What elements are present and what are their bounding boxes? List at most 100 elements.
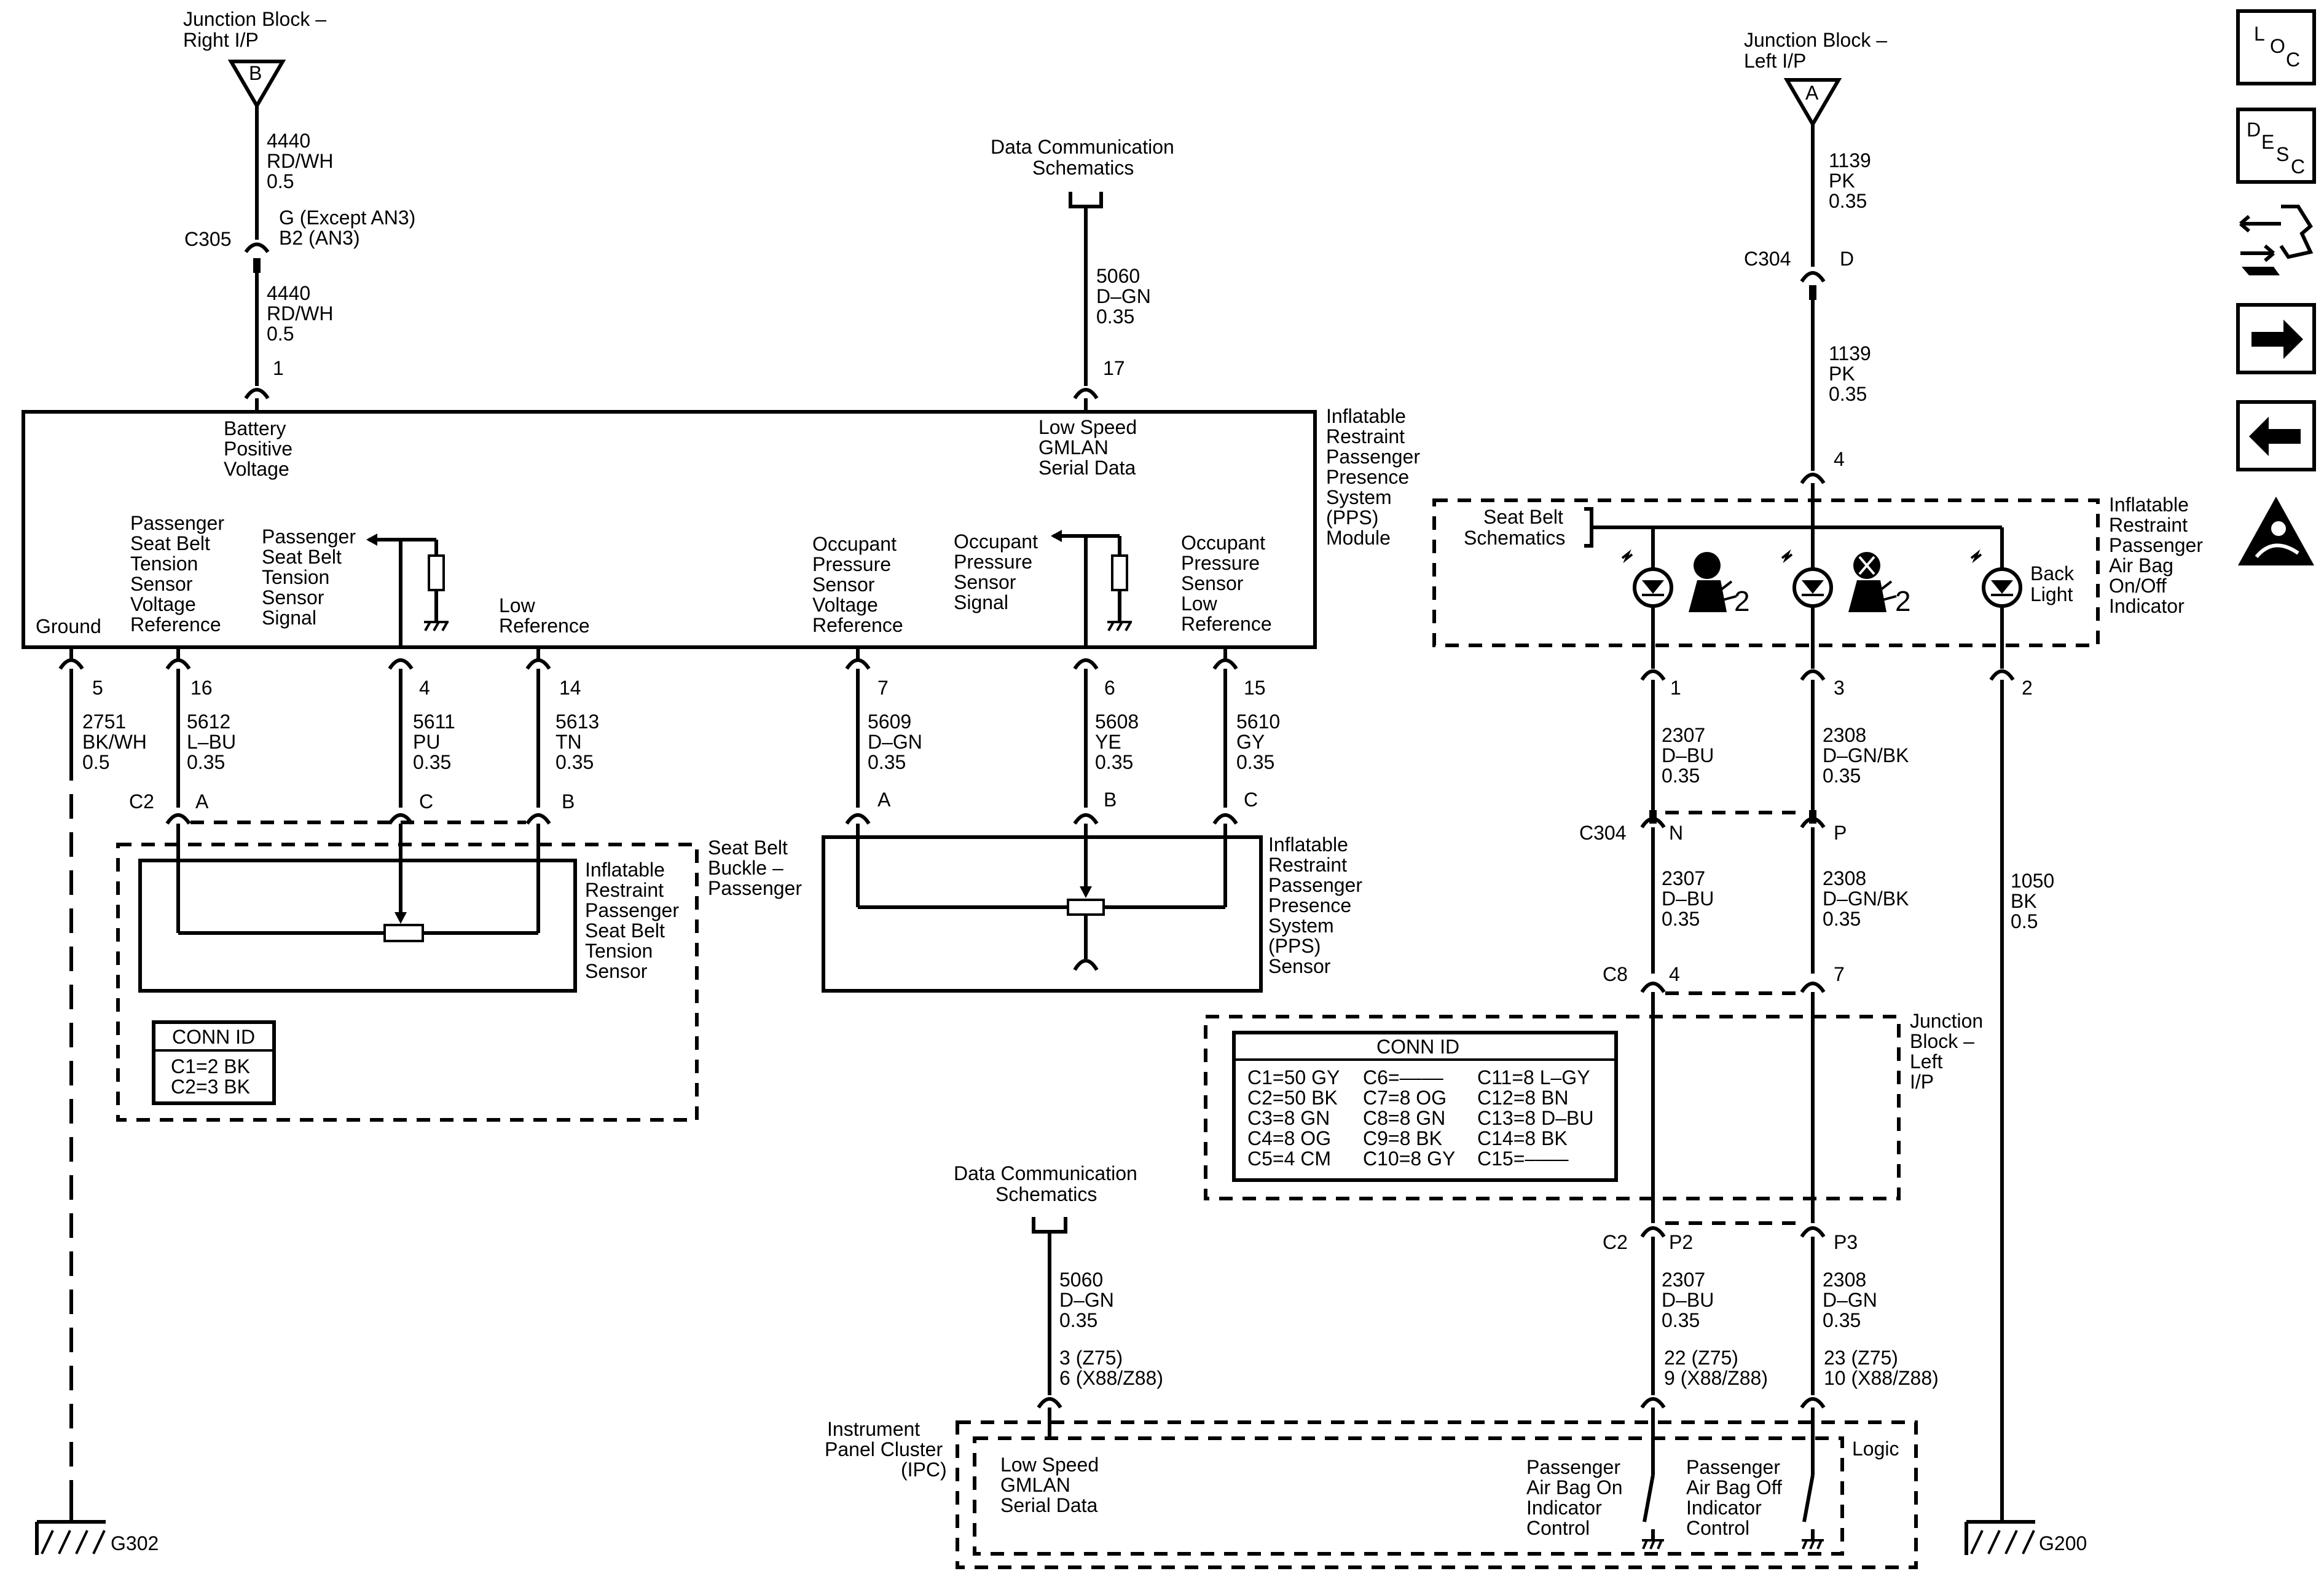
pps-batt-label: Battery Positive Voltage <box>224 417 292 480</box>
c304-mid-label: C304 <box>1579 822 1627 844</box>
opsv-1: Occupant <box>812 533 897 555</box>
w2307c-s: 0.35 <box>1662 1309 1700 1331</box>
c2-pin-p2: P2 <box>1669 1231 1693 1253</box>
ts-6: Sensor <box>585 960 648 982</box>
offc-4: Control <box>1686 1517 1749 1539</box>
w5060-top-circuit: 5060 <box>1096 265 1140 287</box>
ipc-on-socket <box>1640 1397 1666 1409</box>
psbt-sig-label: Passenger Seat Belt Tension Sensor Signa… <box>262 526 356 629</box>
pps-module-box <box>22 410 1317 649</box>
pps-gmlan-label: Low Speed GMLAN Serial Data <box>1038 416 1137 479</box>
ops-low-label: Occupant Pressure Sensor Low Reference <box>1181 532 1272 635</box>
w5609-col: D–GN <box>868 731 922 753</box>
c304-pin-n: N <box>1669 822 1683 844</box>
jbl-t2: Block – <box>1910 1030 1974 1052</box>
pps-ground-label: Ground <box>36 615 101 637</box>
jbl-c7: C7=8 OG <box>1363 1087 1447 1109</box>
jbl-c14: C14=8 BK <box>1477 1127 1568 1149</box>
buckle-connid-c2: C2=3 BK <box>171 1076 250 1098</box>
psbtv-4: Sensor <box>130 573 193 595</box>
ind-t5: On/Off <box>2109 575 2167 597</box>
desc-e: E <box>2261 131 2274 153</box>
w5060-top-size: 0.35 <box>1096 305 1134 328</box>
ind-pin-2: 2 <box>2022 677 2033 699</box>
tension-sensor-box <box>138 859 577 993</box>
lowref-2: Reference <box>499 615 590 637</box>
w5609-c: 5609 <box>868 711 911 733</box>
ppss-7: Sensor <box>1268 955 1331 977</box>
pps-title-7: Module <box>1326 527 1391 549</box>
wire-4440-lower-label: 4440 RD/WH 0.5 <box>267 282 333 345</box>
gmlan-2: GMLAN <box>1038 436 1109 459</box>
ipc-pin-gm-2: 6 (X88/Z88) <box>1059 1367 1163 1389</box>
c304-pin-p: P <box>1834 822 1847 844</box>
c304n-pin <box>1649 810 1657 824</box>
ipc-pin-off-2: 10 (X88/Z88) <box>1824 1367 1939 1389</box>
pps-title-6: (PPS) <box>1326 506 1378 529</box>
jbl-connid-head: CONN ID <box>1376 1036 1459 1058</box>
c8-pin-4: 4 <box>1669 963 1680 985</box>
w5608-c: 5608 <box>1095 711 1139 733</box>
psbt-vref-label: Passenger Seat Belt Tension Sensor Volta… <box>130 512 224 636</box>
sb-schem-2: Schematics <box>1464 527 1565 549</box>
sb-schem-1: Seat Belt <box>1483 506 1563 528</box>
airbag-warning-icon[interactable] <box>2238 497 2314 565</box>
pin17-socket <box>1073 388 1099 400</box>
buckle-connid-box <box>152 1020 276 1105</box>
connector-tool-icon[interactable] <box>2239 205 2314 275</box>
c2-lower-label: C2 <box>1603 1231 1628 1253</box>
ipc-off-ctrl-label: Passenger Air Bag Off Indicator Control <box>1686 1456 1782 1539</box>
pin-15: 15 <box>1244 677 1266 699</box>
ipc-pin-on-1: 22 (Z75) <box>1664 1347 1738 1369</box>
ipc-title: Instrument Panel Cluster (IPC) <box>825 1418 947 1481</box>
w2308b-col: D–GN/BK <box>1823 888 1909 910</box>
desc-button[interactable]: D E S C <box>2236 108 2316 184</box>
ipc-logic-label: Logic <box>1852 1438 1899 1460</box>
w1139a-s: 0.35 <box>1829 190 1867 212</box>
ppss-3: Passenger <box>1268 874 1362 896</box>
ind-t2: Restraint <box>2109 514 2188 536</box>
right-arrow-button[interactable] <box>2236 303 2316 374</box>
jbl-c6: C6=–––– <box>1363 1066 1443 1089</box>
pps-module-title: Inflatable Restraint Passenger Presence … <box>1326 405 1420 549</box>
psbt-arrow <box>366 534 377 546</box>
dcs-top-1: Data Communication <box>991 136 1174 158</box>
c304d-pin <box>1809 285 1816 300</box>
ipc-logic-box <box>973 1436 1844 1556</box>
pin-16: 16 <box>190 677 213 699</box>
w1139a-c: 1139 <box>1829 149 1871 171</box>
airbag-on-sub: 2 <box>1734 585 1750 617</box>
w5613-label: 5613 TN 0.35 <box>555 711 599 773</box>
dcs-top-bracket <box>1069 192 1103 208</box>
ind-pin-1: 1 <box>1670 677 1681 699</box>
jbl-t4: I/P <box>1910 1071 1934 1093</box>
ppss-gnd-socket <box>1073 959 1099 971</box>
w2751-c: 2751 <box>82 711 126 733</box>
jbl-connid-col2: C6=–––– C7=8 OG C8=8 GN C9=8 BK C10=8 GY <box>1363 1066 1455 1170</box>
junction-block-left: Junction Block – Left I/P A <box>1744 29 1887 128</box>
left-arrow-button[interactable] <box>2236 400 2316 471</box>
ppss-1: Inflatable <box>1268 833 1348 856</box>
w2307a-c: 2307 <box>1662 724 1705 746</box>
w2308c-c: 2308 <box>1823 1269 1866 1291</box>
onc-4: Control <box>1526 1517 1590 1539</box>
ppss-2: Restraint <box>1268 854 1347 876</box>
jbl-connid-col3: C11=8 L–GY C12=8 BN C13=8 D–BU C14=8 BK … <box>1477 1066 1593 1170</box>
w2308b-c: 2308 <box>1823 867 1866 889</box>
ipc-pin-gm-1: 3 (Z75) <box>1059 1347 1123 1369</box>
pin1-socket <box>244 388 270 400</box>
g302-label: G302 <box>111 1532 159 1554</box>
w5060-bot-col: D–GN <box>1059 1289 1114 1311</box>
airbag-off-icon <box>1848 552 1897 612</box>
jbl-t3: Left <box>1910 1050 1942 1073</box>
w5612-c: 5612 <box>187 711 230 733</box>
opsl-2: Pressure <box>1181 552 1260 574</box>
w2307a-col: D–BU <box>1662 744 1714 766</box>
offc-2: Air Bag Off <box>1686 1476 1782 1498</box>
w5609-label: 5609 D–GN 0.35 <box>868 711 922 773</box>
loc-button[interactable]: L O C <box>2236 9 2316 85</box>
pin-7: 7 <box>877 677 889 699</box>
c8-4-socket <box>1640 982 1666 993</box>
jb-right-title-2: Right I/P <box>183 29 259 51</box>
w2307c-col: D–BU <box>1662 1289 1714 1311</box>
